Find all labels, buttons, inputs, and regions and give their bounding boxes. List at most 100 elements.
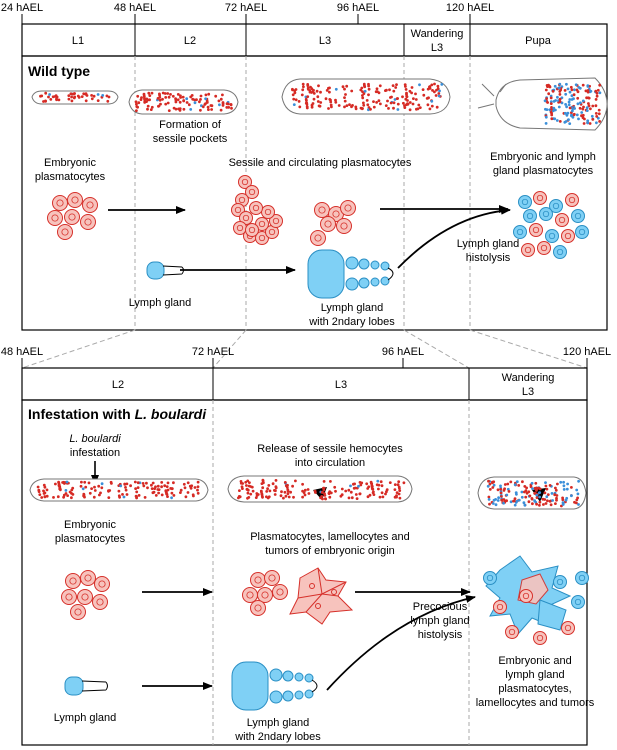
red-dot [167,109,171,112]
red-dot [158,95,162,99]
red-dot [186,481,190,485]
red-dot [293,89,297,93]
red-dot [361,96,365,100]
red-dot [369,107,372,111]
red-dot [206,105,210,109]
red-dot [379,102,382,106]
plasmatocyte-cell [561,229,575,243]
red-dot [354,486,357,490]
red-dot [572,113,576,117]
red-dot [82,494,85,498]
red-dot [166,488,170,492]
cell-nucleus [84,574,92,582]
red-dot [314,491,317,494]
cell-nucleus [332,210,340,218]
cell-nucleus [548,232,556,240]
final-label: lymph gland [505,669,564,681]
red-dot [401,95,404,99]
blue-dot [515,499,519,503]
blue-dot [440,83,444,86]
red-dot [123,483,127,486]
red-dot [325,89,329,92]
red-dot [135,102,138,106]
red-dot [384,492,387,496]
red-dot [327,492,331,495]
red-dot [358,492,362,496]
red-dot [544,88,548,92]
red-dot [196,480,200,484]
red-dot [343,99,347,103]
red-dot [392,89,396,93]
red-dot [44,91,48,95]
blue-dot [557,105,561,109]
blue-dot [575,113,579,117]
red-dot [167,95,171,99]
blue-dot [550,492,554,495]
red-dot [333,485,337,489]
red-dot [496,488,500,492]
plasmatocyte-cell [533,191,547,205]
red-dot [343,87,346,91]
red-dot [365,99,369,102]
cell-nucleus [568,196,576,204]
plasmatocyte-cell [61,589,77,605]
blue-dot [494,503,498,507]
lymph-gland-small [146,261,184,280]
blue-dot [367,108,370,112]
cell-nucleus [236,224,244,232]
blue-dot [218,103,221,107]
larva-l1 [31,90,119,105]
plasmatocyte-cluster [47,192,98,240]
blue-dot [565,113,569,117]
red-dot [367,93,370,97]
red-dot [397,492,401,496]
blue-dot [101,94,105,97]
lymph-cell [483,571,497,585]
red-dot [525,486,528,490]
cell-nucleus [65,593,73,601]
red-dot [334,489,337,493]
red-dot [221,93,224,97]
blue-dot [564,103,567,106]
red-dot [161,97,164,101]
blue-dot [520,495,524,499]
red-dot [598,83,602,87]
blue-dot [585,106,589,110]
red-dot [535,502,538,506]
plasmatocyte-cell [493,600,507,614]
red-dot [292,495,295,499]
red-dot [305,99,308,102]
red-dot [196,491,200,495]
red-dot [97,484,101,488]
red-dot [47,95,50,99]
red-dot [54,482,57,486]
red-dot [385,488,389,492]
cell-nucleus [496,603,504,611]
blue-dot [579,101,582,105]
red-dot [301,82,305,86]
cell-nucleus [556,578,564,586]
red-dot [553,493,557,497]
final-label: plasmatocytes, [498,683,571,695]
cell-nucleus [241,178,249,186]
bottom-tick-label: 72 hAEL [192,346,234,358]
blue-dot [586,121,590,125]
blue-dot [170,496,174,500]
red-dot [306,84,310,87]
plasmatocyte-cell [537,241,551,255]
red-dot [307,492,311,495]
red-dot [412,97,415,100]
blue-dot [349,484,352,488]
red-dot [597,108,601,112]
blue-dot [570,113,573,117]
red-dot [597,112,601,116]
red-dot [550,117,554,121]
red-dot [428,85,431,89]
red-dot [406,99,409,102]
red-dot [395,83,398,86]
red-dot [535,496,539,499]
blue-dot [580,111,584,114]
red-dot [187,103,191,107]
red-dot [199,108,202,112]
